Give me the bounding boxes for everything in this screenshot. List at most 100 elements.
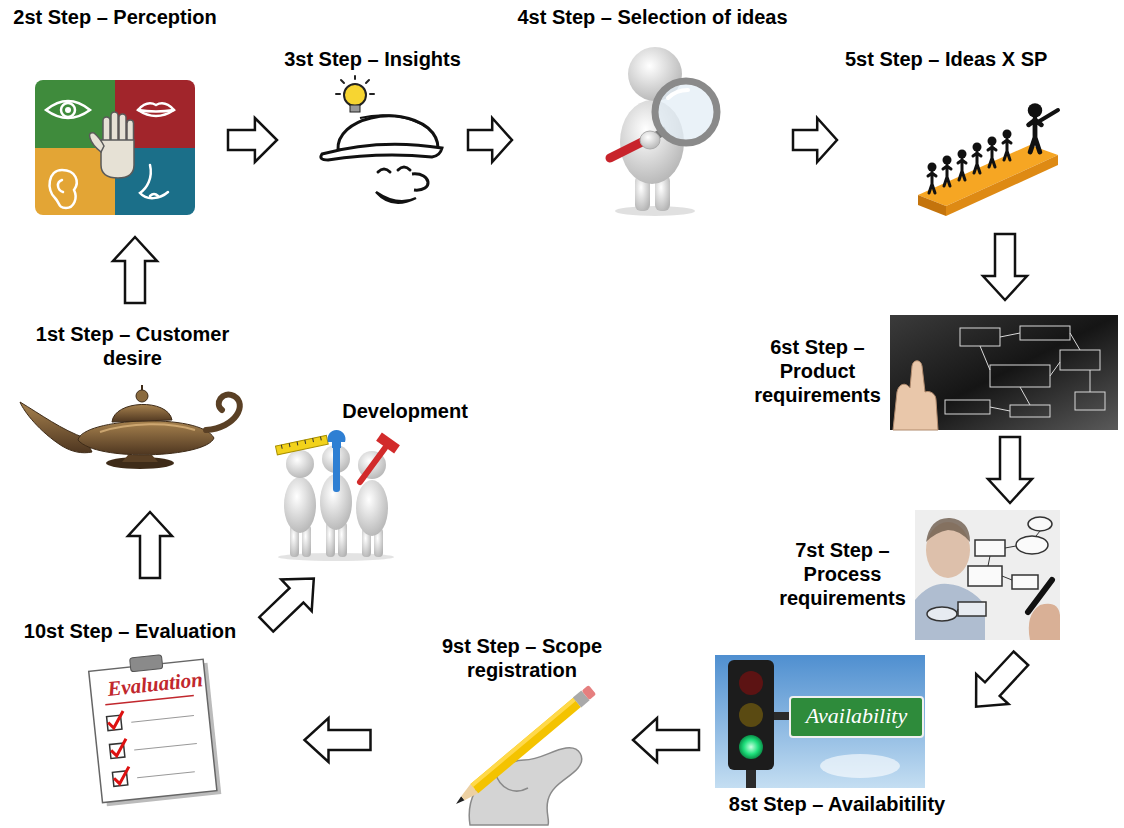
traffic-light-picture-part [820,754,900,778]
insight-picture-part-part [341,80,344,83]
touchscreen-picture-part-part [1060,350,1100,370]
insight-picture-part-part [336,93,340,95]
sense-symbols-part [58,180,63,192]
magic-lamp-picture-part [20,402,92,453]
workers-picture-part-part [286,450,314,478]
sense-symbols-part [138,103,174,116]
flowchart-drawing-picture [915,510,1060,640]
sense-quadrants-part [35,80,115,148]
workers-picture-part [284,445,388,557]
step-title: 9st Step – Scope registration [427,634,617,682]
magic-lamp-picture-part [112,404,172,422]
touchscreen-picture-part-part [1020,326,1070,340]
leader-picture-part-part [1028,103,1042,152]
picture-label: Availability [790,703,923,729]
workers-picture-part-part [275,435,328,455]
workers-picture-part [376,433,400,454]
traffic-light-picture-part [715,655,925,788]
step-node: 1st Step – Customer desire [10,322,255,472]
sense-quadrants-part [115,80,195,148]
leader-picture-part [928,163,937,194]
touchscreen-picture-part-part [945,400,990,414]
step-node: 3st Step – Insights [280,45,465,217]
flowchart-drawing-picture-part-part [1016,536,1048,554]
sense-symbols [46,101,174,208]
touchscreen-picture-part-part [990,365,1050,387]
touchscreen-picture-part-part [960,328,1000,346]
touchscreen-picture-part-part [1075,392,1105,410]
insight-picture-part [412,174,428,190]
block-arrow [793,118,837,162]
hand-symbol [90,112,135,178]
step-caption: 7st Step – Process requirements [770,538,915,610]
flowchart-drawing-picture-part [957,531,1040,612]
insight-picture-part [344,84,366,106]
step-node: 7st Step – Process requirements [770,508,1065,643]
insight-picture [321,76,442,203]
sense-symbols-part [61,103,75,117]
flowchart-drawing-picture-part-part [1012,575,1038,589]
workers-picture-part [360,448,385,482]
pencil-hand-picture-part-part [471,698,576,787]
step-node: 4st Step – Selection of ideas [515,5,790,218]
step-title: 10st Step – Evaluation [10,619,250,643]
step-node: 5st Step – Ideas X SP [840,45,1062,222]
step-title: 1st Step – Customer desire [35,322,230,370]
step-title: 6st Step – Product requirements [745,335,890,407]
workers-picture-part-part [284,477,316,533]
step-title: 4st Step – Selection of ideas [515,5,790,29]
block-arrow [228,118,277,162]
step-caption: 8st Step – Availabitility [712,792,962,816]
step-title: 7st Step – Process requirements [770,538,915,610]
step-node: 2st Step – Perception [5,5,225,218]
step-title: 3st Step – Insights [280,47,465,71]
step-title: Development [330,399,480,423]
magic-lamp-picture-part [136,390,148,402]
step-caption: 10st Step – Evaluation [10,619,250,643]
insight-picture-part [321,144,442,160]
traffic-light-picture-part [790,697,923,737]
step-node: 9st Step – Scope registration [425,632,620,825]
flowchart-drawing-picture-part [926,518,970,542]
hand-symbol-part [90,133,105,152]
step-caption: 2st Step – Perception [5,5,225,29]
insight-picture-part-part [370,93,374,95]
flowchart-drawing-picture-part-part [975,540,1005,556]
clipboard-picture [88,650,222,807]
leader-picture-part [973,143,982,174]
flowchart-drawing-picture-part-part [1028,517,1052,531]
leader-picture-part [1028,103,1042,152]
step-node: 10st Step – Evaluation [10,618,250,803]
insight-picture-part [378,169,390,172]
workers-picture-part-part [281,437,321,449]
workers-picture-part-part [356,480,388,536]
traffic-light-picture-part [739,671,763,695]
block-arrow [976,652,1028,707]
touchscreen-picture-part-part [1010,405,1050,417]
touchscreen-picture-part [945,326,1105,417]
block-arrow [633,718,699,762]
insight-picture-part [376,192,416,203]
block-arrow [259,579,314,632]
flowchart-drawing-picture-part-part [968,566,1002,586]
flowchart-drawing-picture-part-part [958,602,986,616]
step-title: 5st Step – Ideas X SP [845,47,1062,71]
touchscreen-picture-part-part [980,333,1090,411]
step-node: Development [270,397,480,563]
sense-symbols-part [50,170,77,208]
clipboard-picture-part [130,655,163,672]
block-arrow [128,512,172,578]
leader-picture [918,103,1058,216]
traffic-light-picture-part [773,712,791,720]
traffic-light-picture-part [746,768,756,788]
leader-picture-part [958,150,967,181]
leader-picture-part [943,156,952,187]
flowchart-drawing-picture-part [927,517,1052,621]
traffic-light-picture-part [728,660,774,770]
leader-picture-part [1038,110,1058,122]
perception-picture [35,80,195,215]
traffic-light-picture-part [739,735,763,759]
clipboard-picture-part [131,716,200,778]
insight-picture-part-part [354,76,356,79]
magnifier-man-picture [610,47,717,216]
